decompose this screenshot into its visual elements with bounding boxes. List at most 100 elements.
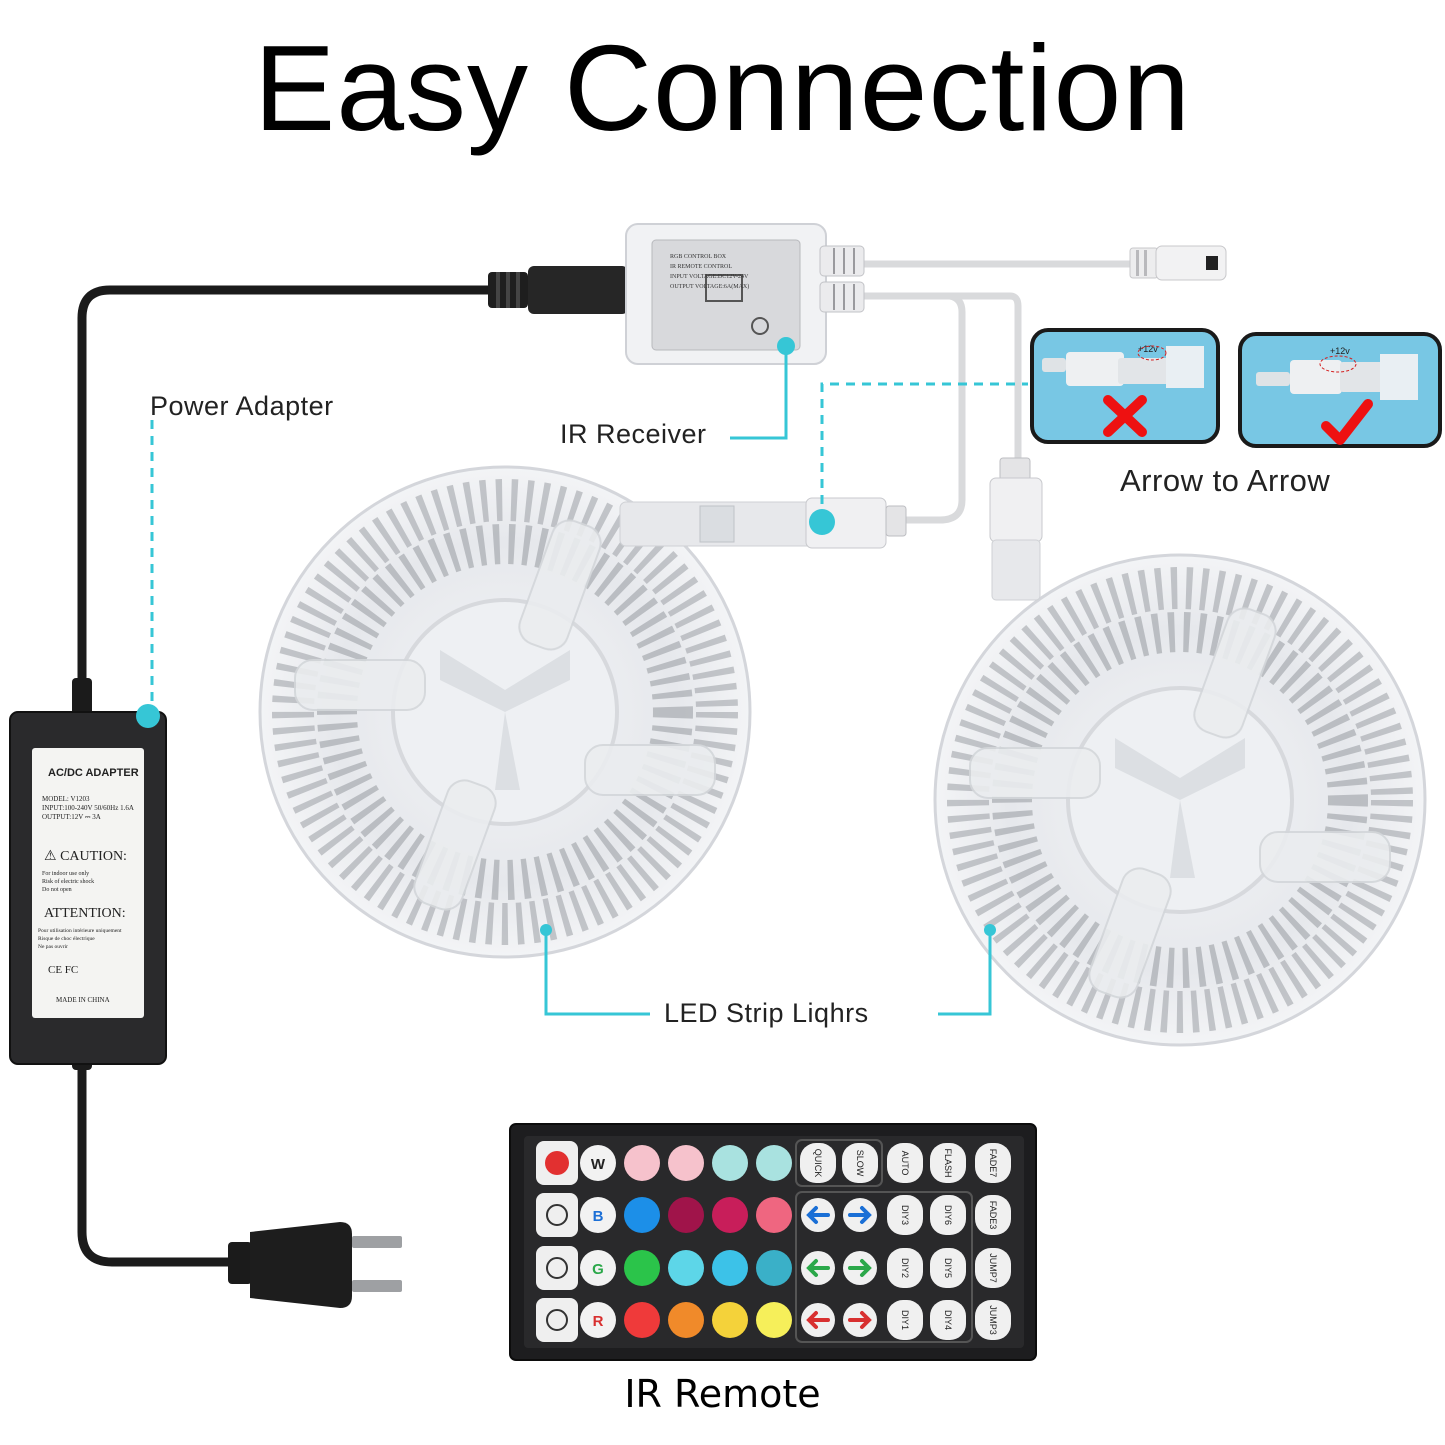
remote-color-button [624,1302,660,1338]
diy-button-label: DIY1 [900,1310,910,1330]
remote-letter-button [580,1250,616,1286]
slow-button [842,1143,878,1183]
diy-button [887,1195,923,1235]
brightness-down-icon [546,1309,568,1331]
remote-letter-button [580,1302,616,1338]
remote-color-button [756,1250,792,1286]
slow-button-label: SLOW [855,1150,865,1177]
flash-button [930,1143,966,1183]
diy-button-label: DIY3 [900,1205,910,1225]
quick-button-label: QUICK [813,1149,823,1178]
remote-letter-label: R [593,1313,604,1330]
diy-button-label: DIY5 [943,1258,953,1278]
x-mark-icon [1103,395,1147,437]
adapter-caution-line-3: Do not open [42,887,72,893]
callout-dots [136,337,996,936]
led-reel-1 [258,465,752,959]
brightness-up-icon [546,1257,568,1279]
diy-button [930,1195,966,1235]
adapter-caution-line-2: Risk of electric shock [42,879,95,885]
diy-button-label: DIY4 [943,1310,953,1330]
diy-button-label: DIY6 [943,1205,953,1225]
arrow-right-icon [848,1259,872,1277]
remote-color-button [624,1197,660,1233]
diy-button [887,1248,923,1288]
remote-color-button [668,1250,704,1286]
jump3-button-label: JUMP3 [988,1305,998,1335]
control-box-line-2: IR REMOTE CONTROL [670,264,732,270]
diy-button [930,1248,966,1288]
jump7-button-label: JUMP7 [988,1253,998,1283]
warning-triangle-icon: ⚠ [44,849,57,864]
flash-button-label: FLASH [943,1148,953,1177]
arrow-right-icon [848,1311,872,1329]
adapter-caution-line-1: For indoor use only [42,871,90,877]
power-icon [545,1151,569,1175]
remote-letter-label: W [591,1156,606,1173]
power-cable [77,285,503,1267]
adapter-attention-line-1: Pour utilisation intérieure uniquement [38,928,122,934]
remote-color-button [756,1302,792,1338]
callout-leaders [150,348,1028,1016]
fade7-button-label: FADE7 [988,1149,998,1178]
fade7-button [975,1143,1011,1183]
wrong-connection-panel: +12v [1030,328,1220,444]
remote-brightness-up-button [536,1246,578,1290]
jump7-button [975,1248,1011,1288]
strip-connectors [619,457,1043,601]
diy-panel [795,1191,973,1343]
adapter-input: INPUT:100-240V 50/60Hz 1.6A [42,804,134,812]
led-strip-lights-label: LED Strip Liqhrs [664,998,869,1028]
fade3-button [975,1195,1011,1235]
arrow-left-icon [806,1206,830,1224]
remote-brightness-down-button [536,1298,578,1342]
arrow-left-icon [806,1259,830,1277]
adapter-model: MODEL: V1203 [42,795,90,803]
svg-text:+12v: +12v [1330,346,1350,356]
power-adapter [9,678,167,1070]
adapter-marks: CE FC [48,964,79,976]
remote-color-button [712,1250,748,1286]
adapter-attention-line-3: Ne pas ouvrir [38,944,68,950]
svg-text:+12v: +12v [1138,344,1158,354]
remote-color-button [712,1145,748,1181]
female-connector [1129,245,1227,281]
diy-button-label: DIY2 [900,1258,910,1278]
adapter-heading: AC/DC ADAPTER [48,767,139,779]
remote-color-button [712,1197,748,1233]
remote-color-button [756,1145,792,1181]
quick-button [800,1143,836,1183]
control-box-line-4: OUTPUT VOLTAGE:6A(MAX) [670,284,750,290]
remote-letter-button [580,1197,616,1233]
play-pause-icon [546,1204,568,1226]
page-title: Easy Connection [253,20,1192,156]
remote-letter-label: G [592,1261,604,1278]
diy-button [887,1300,923,1340]
arrow-to-arrow-label: Arrow to Arrow [1120,463,1331,498]
auto-button-label: AUTO [900,1151,910,1176]
remote-color-button [668,1197,704,1233]
remote-color-button [668,1145,704,1181]
check-mark-icon [1321,399,1373,445]
dc-connector [488,266,628,314]
arrow-left-icon [806,1311,830,1329]
arrow-right-icon [848,1206,872,1224]
control-box-line-1: RGB CONTROL BOX [670,254,727,260]
speed-panel [795,1139,883,1187]
remote-color-button [756,1197,792,1233]
remote-letter-label: B [593,1208,604,1225]
ac-plug [228,1222,402,1308]
led-reel-2 [933,553,1427,1047]
auto-button [887,1143,923,1183]
ir-receiver-label: IR Receiver [560,419,707,449]
remote-color-button [668,1302,704,1338]
output-cables [860,260,1130,524]
remote-color-button [712,1302,748,1338]
adapter-caution: ⚠ CAUTION: [44,848,127,865]
remote-color-button [624,1250,660,1286]
adapter-attention-line-2: Risque de choc électrique [38,936,95,942]
right-connection-panel: +12v [1238,332,1442,448]
